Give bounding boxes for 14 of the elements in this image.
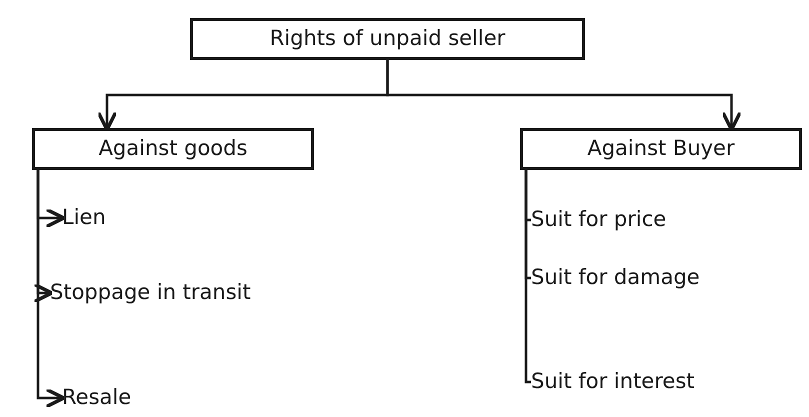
heading-box <box>32 128 314 170</box>
arrow <box>36 170 66 408</box>
box-label: Against goods <box>98 136 248 162</box>
list-item: Suit for interest <box>531 369 694 395</box>
list-item: Lien <box>62 205 106 231</box>
list-item: Resale <box>62 385 132 411</box>
connector-line <box>524 170 531 384</box>
list-item: Stoppage in transit <box>50 280 251 306</box>
list-item: Suit for price <box>531 207 666 233</box>
box-label: Rights of unpaid seller <box>270 26 506 52</box>
list-item: Suit for damage <box>531 265 700 291</box>
heading-box <box>190 18 585 60</box>
box-label: Against Buyer <box>587 136 735 162</box>
heading-box <box>520 128 802 170</box>
